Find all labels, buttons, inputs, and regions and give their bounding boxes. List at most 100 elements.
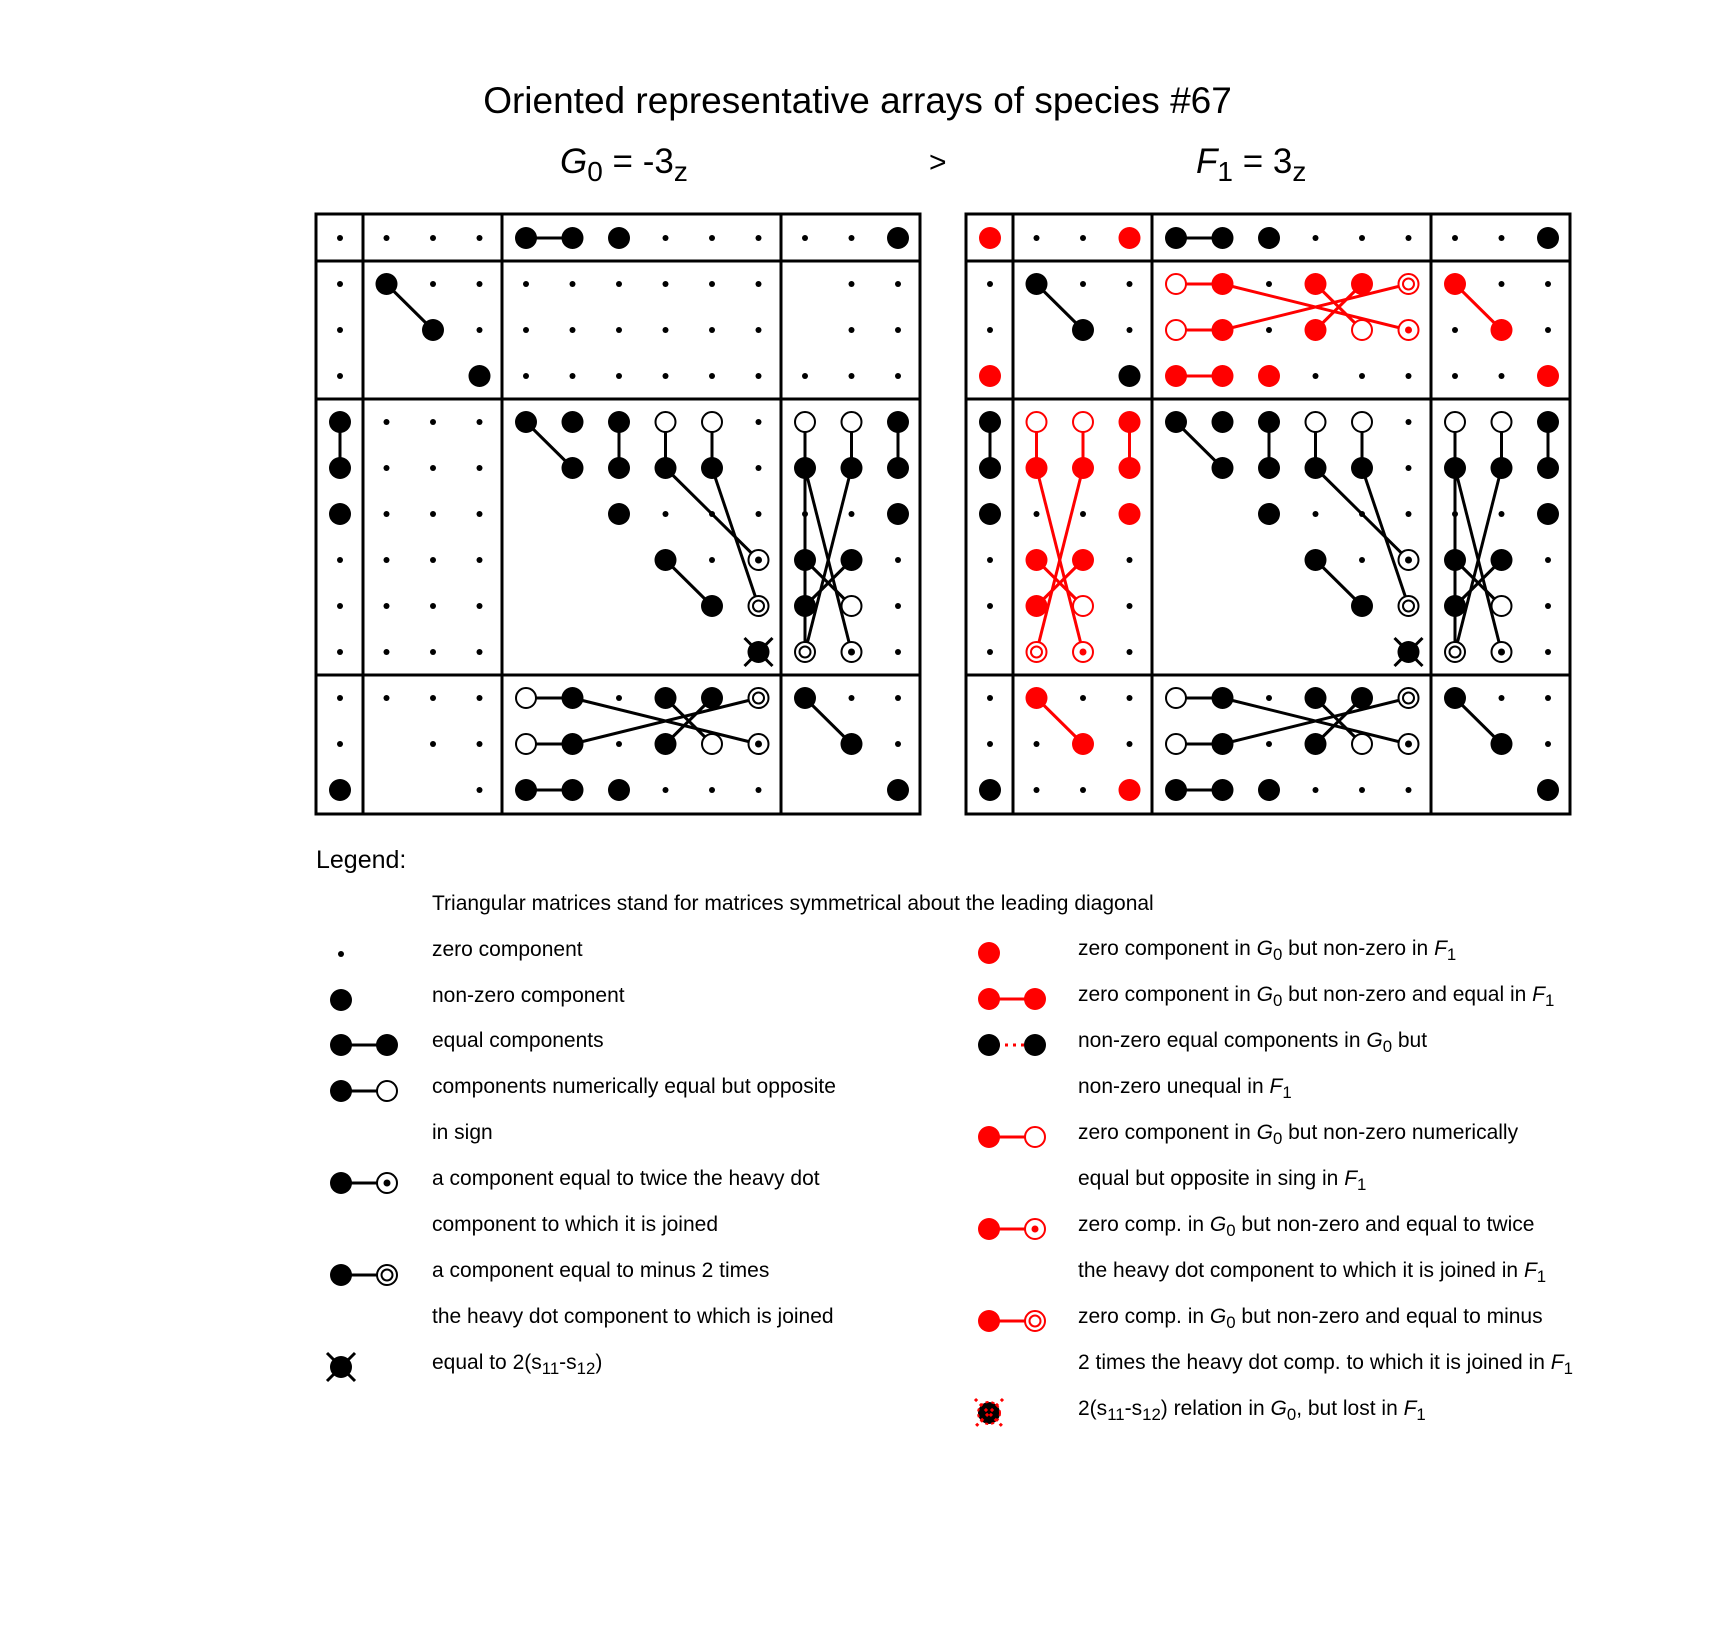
cross-line (743, 636, 774, 668)
zero-dot (1405, 465, 1412, 471)
zero-dot (895, 327, 901, 333)
legend-red-5b: the heavy dot component to which it is j… (1078, 1259, 1547, 1287)
zero-dot (383, 557, 390, 563)
zero-dot (383, 465, 390, 471)
zero-dot (1545, 649, 1551, 655)
heavy-dot (654, 457, 677, 479)
heavy-dot (1165, 227, 1187, 249)
heavy-dot (840, 457, 863, 479)
heavy-dot (840, 733, 863, 755)
legend-heavy-dot (330, 1264, 352, 1286)
heavy-dot (561, 687, 584, 709)
zero-dot (1080, 281, 1086, 287)
legend-open-dot (1024, 1126, 1046, 1148)
zero-dot (430, 465, 436, 471)
heavy-dot (979, 457, 1001, 479)
heavy-dot (1118, 411, 1141, 433)
twice-dot-center (1498, 648, 1505, 656)
zero-dot (709, 235, 715, 241)
zero-dot (895, 603, 901, 609)
heavy-dot (1118, 227, 1141, 249)
heavy-dot (1490, 319, 1513, 341)
zero-dot (755, 373, 762, 379)
zero-dot (476, 235, 483, 241)
zero-dot (1452, 235, 1458, 241)
open-dot (701, 733, 723, 755)
link-line (1222, 282, 1409, 332)
zero-dot (1266, 695, 1272, 701)
zero-dot (1498, 511, 1505, 517)
zero-dot (337, 281, 343, 287)
open-dot (1072, 411, 1094, 433)
minus-two-inner (1030, 645, 1043, 659)
zero-dot (476, 281, 483, 287)
zero-dot (1545, 695, 1551, 701)
zero-dot (987, 327, 993, 333)
zero-dot (1359, 557, 1365, 563)
zero-dot (383, 603, 390, 609)
heavy-dot (1118, 457, 1141, 479)
twice-dot-center (1079, 648, 1087, 656)
heavy-dot (1258, 411, 1280, 433)
zero-dot (755, 465, 762, 471)
legend-heavy-dot (1024, 988, 1046, 1010)
legend-heavy-dot (978, 1126, 1000, 1148)
heavy-dot (1351, 457, 1373, 479)
twice-dot-center (755, 556, 762, 564)
heavy-dot (794, 687, 816, 709)
zero-dot (616, 373, 622, 379)
zero-dot (1033, 511, 1040, 517)
heavy-dot (1211, 273, 1234, 295)
heavy-dot (515, 411, 537, 433)
zero-dot (337, 649, 343, 655)
open-dot (1490, 595, 1513, 617)
legend-heavy-dot (330, 1080, 352, 1102)
heavy-dot (561, 411, 584, 433)
heavy-dot (1537, 411, 1559, 433)
legend-red-3b: non-zero unequal in F1 (1078, 1075, 1292, 1103)
zero-dot (709, 511, 715, 517)
zero-dot (569, 373, 576, 379)
zero-dot (476, 511, 483, 517)
heavy-dot (1025, 549, 1048, 571)
heavy-dot (608, 227, 630, 249)
legend-minus2-2: the heavy dot component to which is join… (432, 1305, 834, 1328)
heavy-dot (1165, 779, 1187, 801)
heavy-dot (1211, 687, 1234, 709)
legend-red-4a: zero component in G0 but non-zero numeri… (1078, 1121, 1519, 1149)
legend-heavy-dot (330, 989, 352, 1011)
heavy-dot (1258, 457, 1280, 479)
heavy-dot (887, 227, 909, 249)
zero-dot (1033, 235, 1040, 241)
zero-dot (430, 741, 436, 747)
heavy-dot (1025, 595, 1048, 617)
twice-dot-center (755, 740, 762, 748)
legend-note: Triangular matrices stand for matrices s… (432, 892, 1154, 915)
legend-red-2: zero component in G0 but non-zero and eq… (1078, 983, 1555, 1011)
zero-dot (1545, 327, 1551, 333)
heavy-dot (1351, 273, 1373, 295)
heavy-dot (515, 227, 537, 249)
zero-dot (1405, 787, 1412, 793)
legend-red-4b: equal but opposite in sing in F1 (1078, 1167, 1367, 1195)
link-line (1360, 467, 1410, 607)
heavy-dot (840, 549, 863, 571)
heavy-dot (1444, 595, 1466, 617)
heavy-dot (1258, 227, 1280, 249)
open-dot (1490, 411, 1513, 433)
comparator: > (929, 146, 947, 179)
zero-dot (383, 695, 390, 701)
zero-dot (476, 787, 483, 793)
legend-minus-inner (1028, 1314, 1042, 1328)
zero-dot (755, 787, 762, 793)
open-dot (794, 411, 816, 433)
heavy-dot (561, 779, 584, 801)
legend-heading: Legend: (316, 846, 407, 874)
heavy-dot (887, 779, 909, 801)
zero-dot (430, 281, 436, 287)
zero-dot (1545, 741, 1551, 747)
heavy-dot (701, 687, 723, 709)
zero-dot (1359, 373, 1365, 379)
heavy-dot (608, 779, 630, 801)
legend-red-7: 2(s11-s12) relation in G0, but lost in F… (1078, 1397, 1426, 1425)
